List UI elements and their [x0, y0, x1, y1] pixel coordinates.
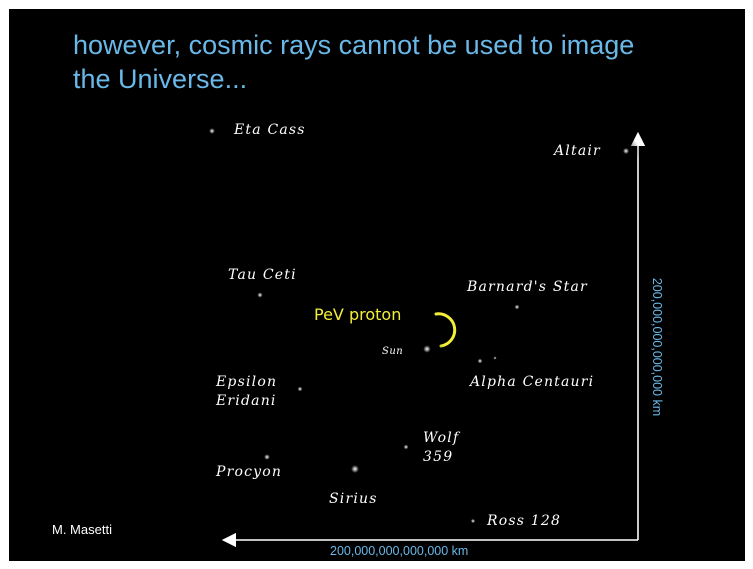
star-label-wolf-359-line-2: 359: [423, 449, 454, 465]
star-alpha-centauri: [469, 350, 502, 372]
slide-title-line-1: however, cosmic rays cannot be used to i…: [73, 30, 635, 60]
star-label-wolf-359: Wolf 359: [423, 429, 459, 467]
star-barnards-star: [506, 296, 528, 318]
star-map: [199, 118, 646, 548]
star-label-wolf-359-line-1: Wolf: [423, 430, 460, 446]
proton-label: PeV proton: [314, 305, 402, 324]
star-label-tau-ceti: Tau Ceti: [228, 267, 297, 283]
star-label-ross-128: Ross 128: [487, 513, 562, 529]
star-eta-cass: [199, 118, 225, 144]
star-ross-128: [463, 511, 483, 531]
star-label-altair: Altair: [554, 143, 601, 159]
star-label-alpha-centauri: Alpha Centauri: [470, 374, 595, 390]
star-label-sirius: Sirius: [329, 491, 378, 507]
star-label-epsilon-eridani-line-1: Epsilon: [216, 374, 278, 390]
star-procyon: [254, 444, 280, 470]
proton-trajectory: [434, 312, 457, 348]
star-tau-ceti: [248, 283, 272, 307]
star-sirius: [337, 451, 373, 487]
star-label-epsilon-eridani-line-2: Eridani: [216, 393, 277, 409]
star-label-procyon: Procyon: [216, 464, 283, 480]
slide-title-line-2: the Universe...: [73, 64, 248, 94]
star-label-sun: Sun: [382, 346, 404, 357]
star-wolf-359: [395, 436, 417, 458]
star-label-barnards-star: Barnard's Star: [467, 279, 588, 295]
slide: however, cosmic rays cannot be used to i…: [9, 9, 745, 561]
star-sun: [410, 332, 444, 366]
author-credit: M. Masetti: [52, 522, 112, 537]
star-label-eta-cass: Eta Cass: [234, 122, 306, 138]
slide-title: however, cosmic rays cannot be used to i…: [73, 28, 713, 96]
x-axis-label: 200,000,000,000,000 km: [330, 544, 469, 558]
star-epsilon-eridani: [289, 378, 311, 400]
y-axis-label: 200,000,000,000,000 km: [650, 277, 664, 417]
star-label-epsilon-eridani: Epsilon Eridani: [216, 373, 277, 411]
star-altair: [612, 137, 640, 165]
